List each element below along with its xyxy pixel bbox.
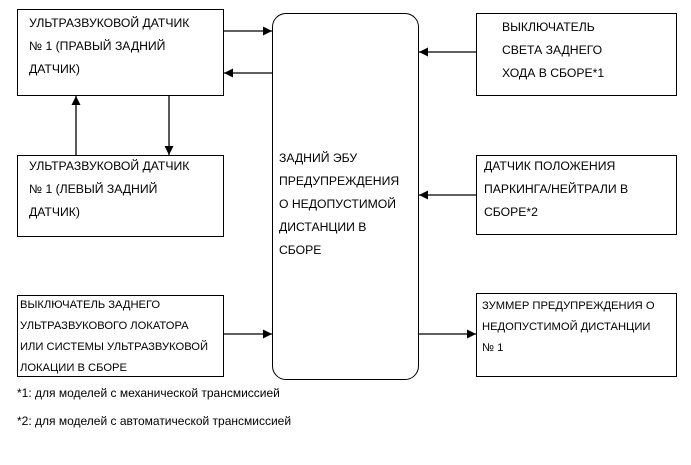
block-label-line: УЛЬТРАЗВУКОВОЙ ДАТЧИК bbox=[29, 16, 190, 30]
block-label-line: ПАРКИНГА/НЕЙТРАЛИ В bbox=[484, 182, 629, 196]
block-label-line: ЗАДНИЙ ЭБУ bbox=[279, 151, 358, 165]
block-label-line: ДАТЧИК) bbox=[29, 205, 80, 219]
block-label-line: ХОДА В СБОРЕ*1 bbox=[502, 66, 605, 80]
park-neutral-sensor-box: ДАТЧИК ПОЛОЖЕНИЯ ПАРКИНГА/НЕЙТРАЛИ В СБО… bbox=[476, 155, 677, 235]
block-label-line: УЛЬТРАЗВУКОВОЙ ДАТЧИК bbox=[29, 159, 190, 173]
block-label-line: НЕДОПУСТИМОЙ ДИСТАНЦИИ bbox=[482, 321, 651, 333]
ultrasonic-sensor-right-box: УЛЬТРАЗВУКОВОЙ ДАТЧИК № 1 (ПРАВЫЙ ЗАДНИЙ… bbox=[17, 9, 224, 96]
block-label-line: ВЫКЛЮЧАТЕЛЬ bbox=[502, 20, 595, 34]
block-label-line: ВЫКЛЮЧАТЕЛЬ ЗАДНЕГО bbox=[20, 299, 161, 311]
block-label-line: УЛЬТРАЗВУКОВОГО ЛОКАТОРА bbox=[20, 320, 189, 332]
block-label-line: СВЕТА ЗАДНЕГО bbox=[502, 43, 603, 57]
buzzer-box: ЗУММЕР ПРЕДУПРЕЖДЕНИЯ О НЕДОПУСТИМОЙ ДИС… bbox=[476, 293, 677, 377]
block-label-line: СБОРЕ*2 bbox=[484, 205, 538, 219]
block-label-line: ДАТЧИК ПОЛОЖЕНИЯ bbox=[484, 159, 616, 173]
block-label-line: О НЕДОПУСТИМОЙ bbox=[279, 197, 397, 211]
block-label-line: № 1 bbox=[482, 342, 504, 354]
block-label-line: № 1 (ЛЕВЫЙ ЗАДНИЙ bbox=[29, 182, 158, 196]
block-label-line: СБОРЕ bbox=[279, 243, 322, 257]
backup-light-switch-box: ВЫКЛЮЧАТЕЛЬ СВЕТА ЗАДНЕГО ХОДА В СБОРЕ*1 bbox=[476, 13, 677, 96]
block-label-line: ДАТЧИК) bbox=[29, 62, 80, 76]
block-label-line: № 1 (ПРАВЫЙ ЗАДНИЙ bbox=[29, 39, 166, 53]
block-label-line: ЛОКАЦИИ В СБОРЕ bbox=[20, 362, 127, 374]
ecu-box: ЗАДНИЙ ЭБУ ПРЕДУПРЕЖДЕНИЯ О НЕДОПУСТИМОЙ… bbox=[272, 13, 419, 380]
ultrasonic-sensor-left-box: УЛЬТРАЗВУКОВОЙ ДАТЧИК № 1 (ЛЕВЫЙ ЗАДНИЙ … bbox=[17, 155, 224, 237]
footnote-2: *2: для моделей с автоматической трансми… bbox=[17, 414, 292, 428]
block-label-line: ДИСТАНЦИИ В bbox=[279, 220, 367, 234]
block-label-line: ПРЕДУПРЕЖДЕНИЯ bbox=[279, 174, 400, 188]
block-label-line: ЗУММЕР ПРЕДУПРЕЖДЕНИЯ О bbox=[482, 300, 655, 312]
footnote-1: *1: для моделей с механической трансмисс… bbox=[17, 386, 280, 400]
block-label-line: ИЛИ СИСТЕМЫ УЛЬТРАЗВУКОВОЙ bbox=[20, 341, 209, 353]
sonar-switch-box: ВЫКЛЮЧАТЕЛЬ ЗАДНЕГО УЛЬТРАЗВУКОВОГО ЛОКА… bbox=[17, 295, 224, 377]
